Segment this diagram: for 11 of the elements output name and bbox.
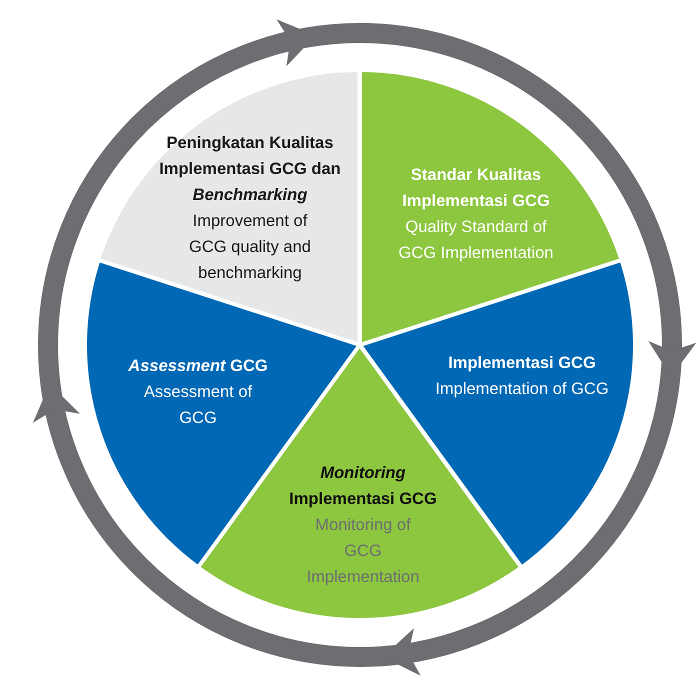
- pie-segment: [360, 70, 622, 345]
- segment-heading: Standar Kualitas Implementasi GCG: [401, 165, 551, 212]
- segment-description: Assessment of GCG: [142, 382, 254, 429]
- segment-heading: Monitoring Implementasi GCG: [288, 463, 438, 510]
- segment-description: Quality Standard of GCG Implementation: [398, 217, 554, 264]
- segment-heading: Peningkatan Kualitas Implementasi GCG dan Benchmarking: [158, 133, 342, 206]
- segment-heading: Assessment GCG: [127, 356, 269, 377]
- segment-description: Implementation of GCG: [434, 378, 610, 400]
- segment-description: Monitoring of GCG Implementation: [306, 515, 420, 588]
- segment-description: Improvement of GCG quality and benchmarking: [188, 211, 312, 284]
- segment-heading: Implementasi GCG: [447, 352, 597, 374]
